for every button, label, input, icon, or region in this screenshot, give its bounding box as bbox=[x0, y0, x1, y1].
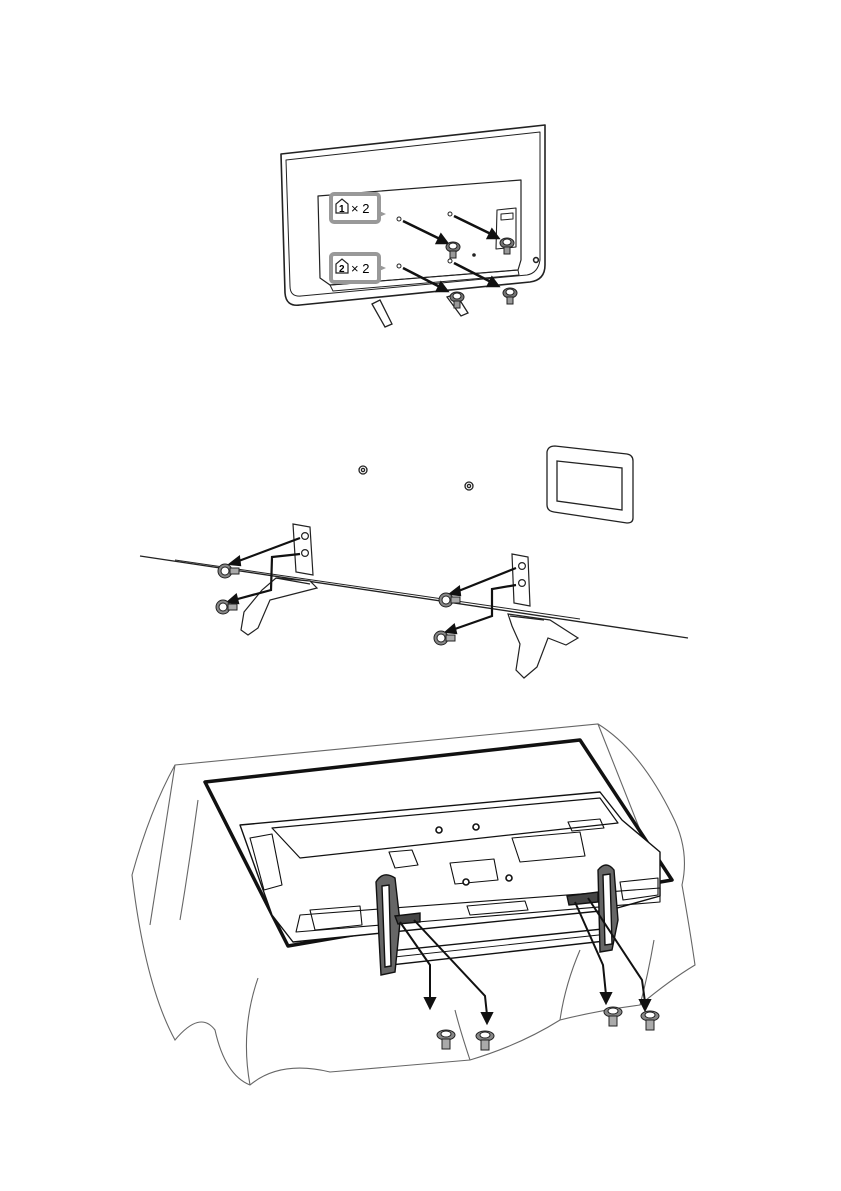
callout-screw-2: 2 × 2 bbox=[331, 254, 386, 282]
step-2-stand-detail-illustration bbox=[0, 430, 841, 700]
step-1-remove-screws-illustration: 1 × 2 2 × 2 bbox=[0, 110, 841, 350]
callout-2-badge-number: 2 bbox=[339, 264, 345, 275]
callout-screw-1: 1 × 2 bbox=[331, 194, 386, 222]
tv-rear-body bbox=[281, 125, 545, 305]
callout-2-count: × 2 bbox=[351, 261, 369, 276]
callout-1-count: × 2 bbox=[351, 201, 369, 216]
step-3-tv-on-cloth-illustration bbox=[0, 710, 841, 1120]
callout-1-badge-number: 1 bbox=[339, 204, 345, 215]
attachment-arrows bbox=[228, 538, 516, 633]
stand-brackets bbox=[293, 524, 530, 606]
